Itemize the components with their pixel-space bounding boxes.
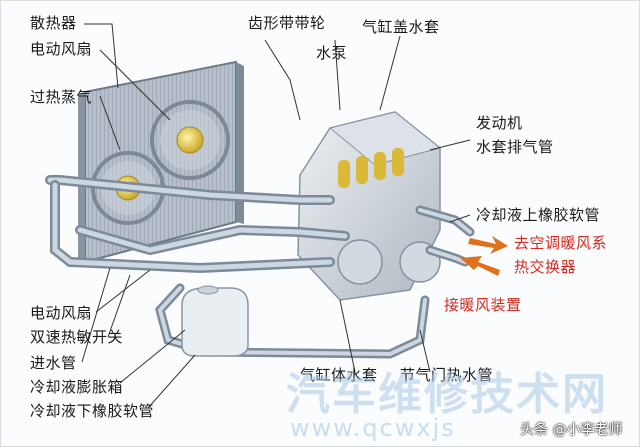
expansion-tank — [181, 285, 249, 357]
label-leader-lines — [81, 23, 471, 409]
watermark-url: www.qcwxjs — [290, 414, 456, 442]
label-toothed-pulley: 齿形带带轮 — [248, 14, 326, 32]
label-to-heater-line2: 热交换器 — [514, 258, 577, 276]
label-cylinder-head-jacket: 气缸盖水套 — [362, 18, 440, 36]
label-to-heater-line1: 去空调暖风系 — [514, 234, 608, 252]
label-engine-jacket-outlet: 水套排气管 — [476, 138, 554, 156]
label-overheat-steam: 过热蒸气 — [30, 88, 93, 106]
label-dual-speed-switch: 双速热敏开关 — [30, 328, 124, 346]
label-coolant-lower-hose: 冷却液下橡胶软管 — [30, 402, 155, 420]
label-cylinder-block-jacket: 气缸体水套 — [300, 366, 378, 384]
label-throttle-heat-pipe: 节气门热水管 — [400, 366, 494, 384]
electric-fan-upper — [150, 100, 230, 180]
watermark-credit: 头条 @小李老师 — [520, 422, 623, 438]
label-radiator: 散热器 — [30, 14, 77, 32]
label-electric-fan-bottom: 电动风扇 — [30, 304, 93, 322]
watermark-site-name: 汽车维修技术网 — [286, 369, 608, 420]
label-expansion-tank: 冷却液膨胀箱 — [30, 378, 124, 396]
label-inlet-pipe: 进水管 — [30, 354, 77, 372]
label-heater-device: 接暖风装置 — [444, 296, 522, 314]
engine-block — [297, 111, 442, 301]
heater-arrows — [460, 236, 508, 276]
label-coolant-upper-hose: 冷却液上橡胶软管 — [476, 206, 601, 224]
label-water-pump: 水泵 — [316, 44, 348, 62]
label-electric-fan-top: 电动风扇 — [30, 40, 93, 58]
label-engine-line1: 发动机 — [476, 114, 523, 132]
